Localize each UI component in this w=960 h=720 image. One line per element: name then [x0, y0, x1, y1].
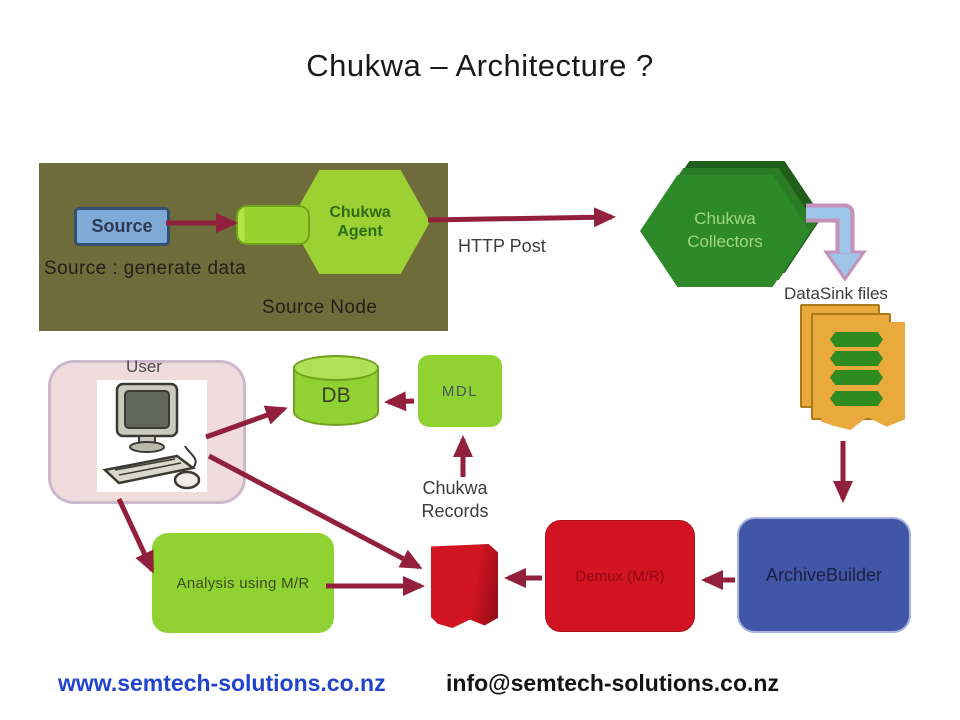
- datasink-record-bar: [830, 370, 883, 385]
- archive-builder-box: ArchiveBuilder: [737, 517, 911, 633]
- records-label-line2: Records: [421, 500, 489, 521]
- mdl-box: MDL: [418, 355, 502, 427]
- source-box-label: Source: [91, 216, 153, 236]
- arrow-user-to-analysis: [116, 497, 155, 574]
- records-label-line1: Chukwa: [422, 478, 488, 498]
- chukwa-agent-hexagon: Chukwa Agent: [290, 170, 430, 274]
- chukwa-records-file-icon: [431, 544, 498, 628]
- datasink-record-bar: [830, 351, 883, 366]
- datasink-record-bar: [830, 391, 883, 406]
- arrow-mdl-to-db: [384, 391, 415, 412]
- source-node-label: Source Node: [262, 297, 378, 318]
- computer-icon: [97, 380, 207, 492]
- db-label: DB: [321, 384, 351, 407]
- agent-label-line1: Chukwa: [329, 203, 391, 221]
- website-link: www.semtech-solutions.co.nz: [58, 670, 386, 696]
- chukwa-records-label: Chukwa Records: [400, 477, 510, 522]
- chukwa-collectors-hexagon: Chukwa Collectors: [640, 175, 810, 287]
- analysis-label: Analysis using M/R: [176, 574, 310, 592]
- source-box: Source: [74, 207, 170, 246]
- analysis-box: Analysis using M/R: [152, 533, 334, 633]
- datasink-files-label: DataSink files: [784, 284, 888, 303]
- user-label: User: [126, 357, 162, 376]
- http-post-label: HTTP Post: [458, 236, 546, 256]
- source-caption: Source : generate data: [44, 258, 247, 279]
- page-title: Chukwa – Architecture ?: [306, 48, 654, 83]
- agent-label-line2: Agent: [337, 223, 383, 240]
- collectors-label-line1: Chukwa: [694, 209, 756, 229]
- agent-input-pipe-icon: [236, 205, 310, 245]
- demux-label: Demux (M/R): [575, 567, 665, 585]
- demux-box: Demux (M/R): [545, 520, 695, 632]
- archive-builder-label: ArchiveBuilder: [765, 564, 883, 585]
- email-text: info@semtech-solutions.co.nz: [446, 670, 779, 696]
- datasink-record-bar: [830, 332, 883, 347]
- collectors-label-line2: Collectors: [687, 232, 763, 251]
- db-cylinder-top: [293, 355, 379, 381]
- mdl-label: MDL: [441, 382, 479, 400]
- arrow-agent-to-collectors: [427, 207, 616, 228]
